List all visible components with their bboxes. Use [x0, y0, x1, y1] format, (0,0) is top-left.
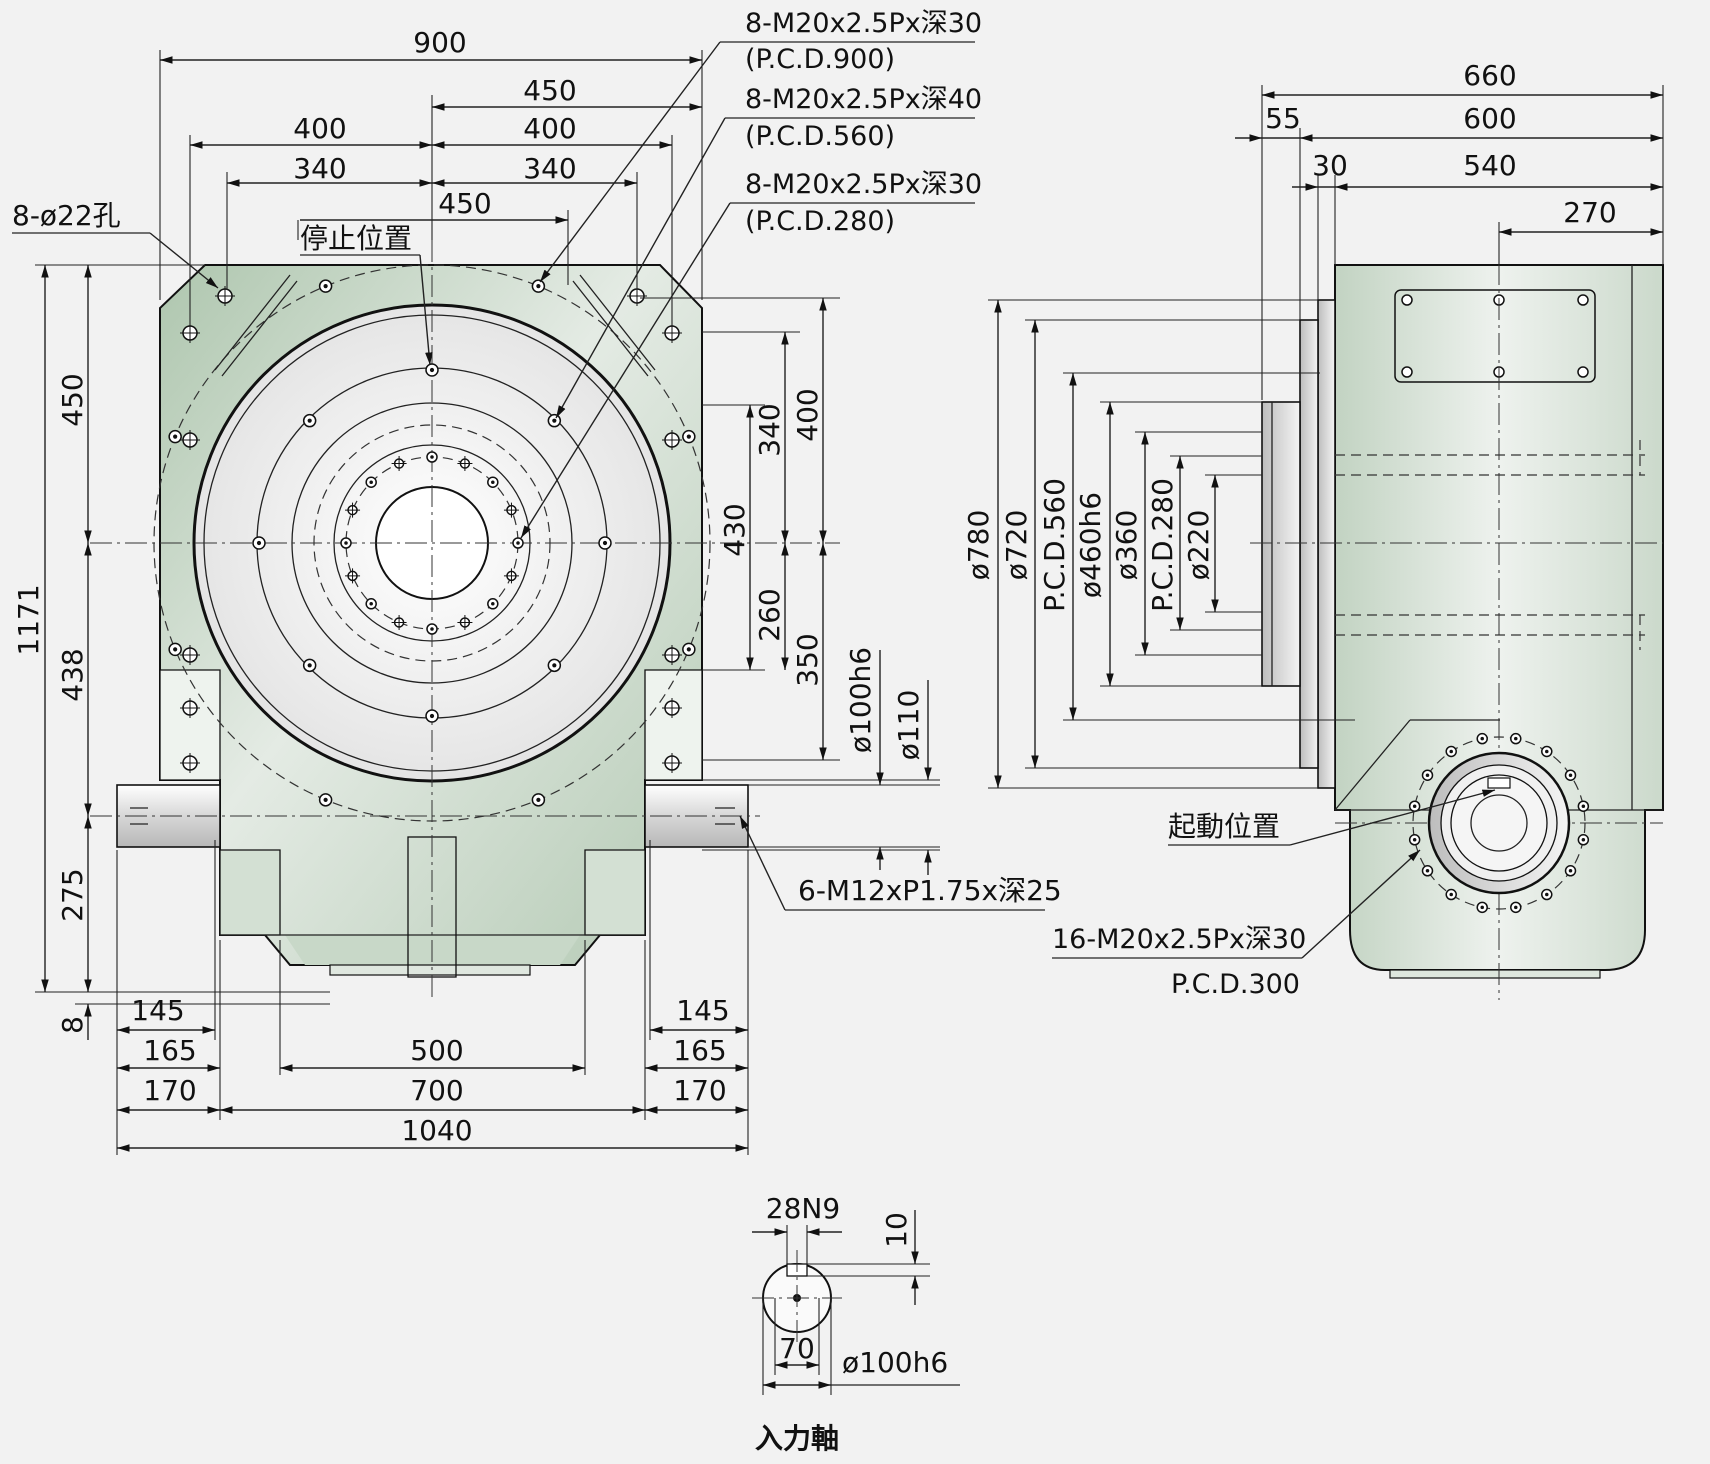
label-tap-900-l2: (P.C.D.900)	[745, 44, 895, 75]
dim-shaft-d100h6: ø100h6	[842, 1346, 948, 1379]
dim-shaft-10: 10	[880, 1212, 913, 1248]
label-tap-m12: 6-M12xP1.75x深25	[798, 874, 1062, 907]
label-start-position: 起動位置	[1168, 810, 1280, 843]
front-view: 900 450 400 400 340 340 450 停止位置 8-ø22孔 …	[12, 8, 1062, 1155]
dim-front-450-mid: 450	[438, 187, 491, 220]
shaft-detail: 28N9 10 70 ø100h6 入力軸	[752, 1192, 960, 1455]
dim-front-145-right: 145	[676, 994, 729, 1027]
dim-side-660: 660	[1463, 59, 1516, 92]
dim-front-450-top: 450	[523, 74, 576, 107]
dim-front-170-left: 170	[143, 1074, 196, 1107]
label-tap-280-l1: 8-M20x2.5Px深30	[745, 169, 982, 200]
dim-side-d720: ø720	[1000, 510, 1033, 581]
dim-side-d780: ø780	[962, 510, 995, 581]
dim-side-d460h6: ø460h6	[1074, 492, 1107, 598]
side-view: 660 55 600 30 540 270 ø780 ø720 P.C.D.56…	[962, 59, 1664, 1000]
dim-front-340-right-v: 340	[753, 403, 786, 456]
dim-front-d110: ø110	[892, 690, 925, 761]
dim-front-1171: 1171	[12, 584, 45, 655]
dim-side-30: 30	[1312, 149, 1348, 182]
dim-front-400-right: 400	[523, 112, 576, 145]
dim-front-430: 430	[718, 503, 751, 556]
dim-front-340-right: 340	[523, 152, 576, 185]
dim-front-400-right-v: 400	[791, 388, 824, 441]
dim-front-145-left: 145	[131, 994, 184, 1027]
dim-front-450-left: 450	[56, 373, 89, 426]
dim-side-pcd280: P.C.D.280	[1146, 478, 1179, 612]
label-holes-22: 8-ø22孔	[12, 199, 121, 232]
dim-front-340-left: 340	[293, 152, 346, 185]
dim-side-55: 55	[1265, 102, 1301, 135]
label-stop-position: 停止位置	[300, 222, 412, 255]
dim-front-438: 438	[56, 648, 89, 701]
dim-side-600: 600	[1463, 102, 1516, 135]
dim-shaft-28n9: 28N9	[766, 1192, 840, 1225]
shaft-detail-title: 入力軸	[755, 1422, 839, 1455]
dim-side-pcd560: P.C.D.560	[1038, 478, 1071, 612]
dim-front-350: 350	[791, 633, 824, 686]
label-tap-280-l2: (P.C.D.280)	[745, 206, 895, 237]
dim-side-d220: ø220	[1182, 510, 1215, 581]
label-tap-300-l1: 16-M20x2.5Px深30	[1052, 924, 1306, 955]
dim-front-170-right: 170	[673, 1074, 726, 1107]
dim-front-900: 900	[413, 26, 466, 59]
dim-front-8: 8	[56, 1016, 89, 1034]
dim-front-165-left: 165	[143, 1034, 196, 1067]
label-tap-560-l2: (P.C.D.560)	[745, 121, 895, 152]
dim-front-260: 260	[753, 588, 786, 641]
dim-front-700: 700	[410, 1074, 463, 1107]
dim-front-275: 275	[56, 868, 89, 921]
dim-front-d100h6: ø100h6	[844, 647, 877, 753]
label-tap-560-l1: 8-M20x2.5Px深40	[745, 84, 982, 115]
dim-front-500: 500	[410, 1034, 463, 1067]
dim-front-165-right: 165	[673, 1034, 726, 1067]
dim-front-400-left: 400	[293, 112, 346, 145]
label-tap-300-l2: P.C.D.300	[1171, 969, 1300, 1000]
dim-side-270: 270	[1563, 196, 1616, 229]
dim-shaft-70: 70	[779, 1332, 815, 1365]
dim-front-1040: 1040	[401, 1114, 472, 1147]
dim-side-d360: ø360	[1110, 510, 1143, 581]
dim-side-540: 540	[1463, 149, 1516, 182]
label-tap-900-l1: 8-M20x2.5Px深30	[745, 8, 982, 39]
